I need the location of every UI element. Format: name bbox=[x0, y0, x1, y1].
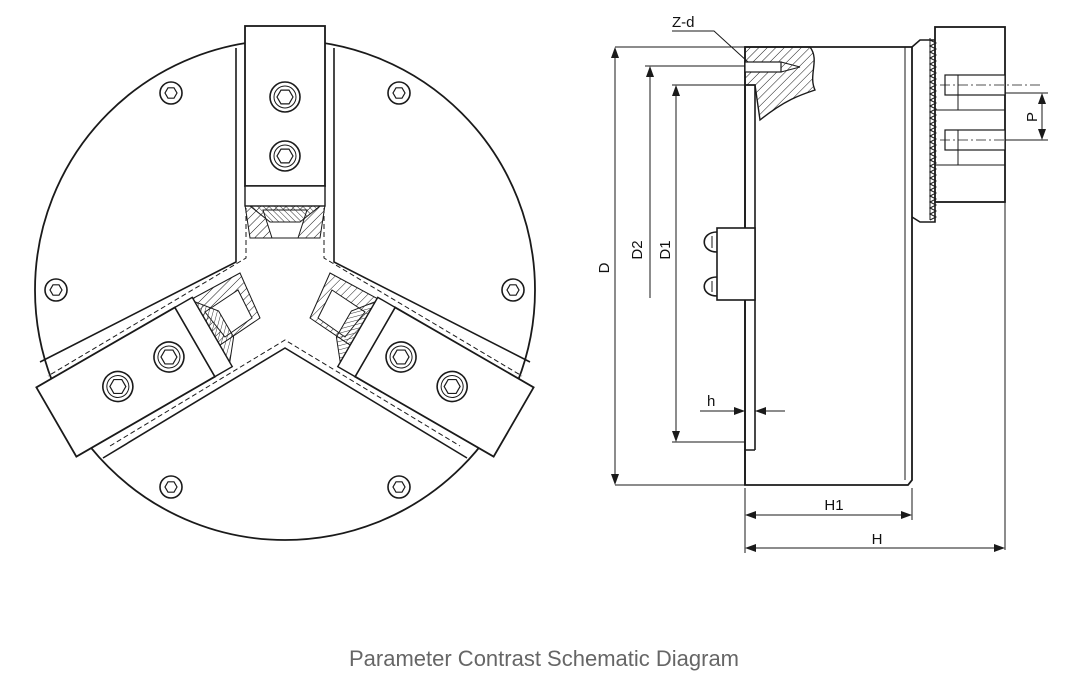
label-zd: Z-d bbox=[672, 14, 695, 31]
dimension-labels: Z-d D D2 D1 h H1 H P bbox=[596, 14, 1041, 548]
jaw-bolt-icon bbox=[269, 81, 301, 113]
jaw-bolt-icon bbox=[269, 140, 301, 172]
dimension-lines bbox=[611, 30, 1048, 553]
label-h-small: h bbox=[707, 393, 715, 410]
side-jaw-stub bbox=[703, 227, 756, 301]
label-h1: H1 bbox=[824, 497, 843, 514]
mount-bolt-icon bbox=[159, 475, 183, 499]
jaw-lower-left bbox=[35, 296, 235, 458]
rear-flange bbox=[911, 26, 1040, 223]
chuck-side-view bbox=[676, 26, 1040, 550]
label-d1: D1 bbox=[657, 240, 674, 259]
jaw-top bbox=[244, 25, 326, 223]
diagram-caption: Parameter Contrast Schematic Diagram bbox=[348, 646, 740, 671]
mount-bolt-icon bbox=[501, 278, 525, 302]
chuck-drawing: Z-d D D2 D1 h H1 H P bbox=[34, 14, 1048, 553]
jaw-lower-right bbox=[335, 296, 535, 458]
label-h-total: H bbox=[872, 531, 883, 548]
chuck-front-view bbox=[34, 25, 536, 541]
mount-bolt-icon bbox=[159, 81, 183, 105]
label-d2: D2 bbox=[629, 240, 646, 259]
mount-bolt-icon bbox=[387, 475, 411, 499]
mount-bolt-icon bbox=[44, 278, 68, 302]
screw-hole bbox=[744, 61, 782, 73]
mount-bolt-icon bbox=[387, 81, 411, 105]
label-p: P bbox=[1024, 112, 1041, 122]
label-d: D bbox=[596, 262, 613, 273]
